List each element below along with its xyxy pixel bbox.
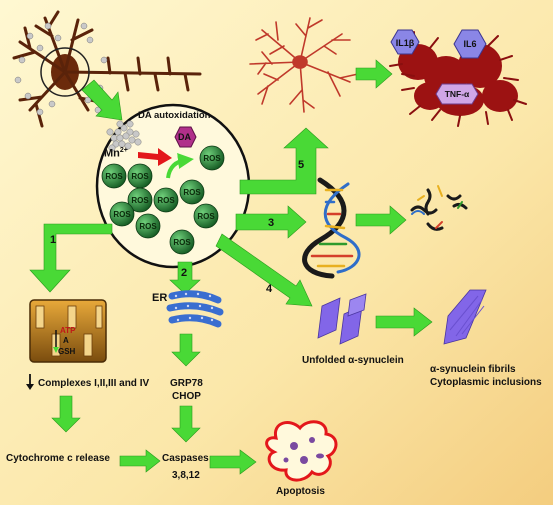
svg-text:ROS: ROS — [157, 196, 175, 205]
apoptotic-cell-icon — [265, 420, 338, 482]
cytochrome-to-caspases-arrow — [119, 449, 161, 473]
er-label: ER — [152, 292, 168, 304]
svg-text:ROS: ROS — [131, 172, 149, 181]
caspases-to-apoptosis-arrow — [209, 449, 257, 475]
er-stress-arrow — [171, 333, 201, 367]
ros-ball: ROS — [199, 145, 225, 171]
mito-atp-label: ATP — [60, 326, 76, 335]
ros-ball: ROS — [179, 179, 205, 205]
unfolded-synuclein-label: Unfolded α-synuclein — [302, 355, 404, 366]
svg-text:ROS: ROS — [173, 238, 191, 247]
ros-ball: ROS — [135, 213, 161, 239]
chop-label: CHOP — [172, 391, 201, 402]
grp78-label: GRP78 — [170, 378, 203, 389]
pathway-4-arrow — [215, 233, 313, 307]
caspases-label: Caspases — [162, 453, 209, 464]
svg-text:IL6: IL6 — [463, 39, 476, 49]
neuron-to-oval-arrow — [81, 79, 123, 121]
astrocyte-to-microglia-arrow — [355, 59, 393, 89]
caspase-numbers-label: 3,8,12 — [172, 470, 200, 481]
svg-text:ROS: ROS — [203, 154, 221, 163]
er-icon — [166, 290, 224, 328]
svg-text:ROS: ROS — [105, 172, 123, 181]
ros-ball: ROS — [101, 163, 127, 189]
apoptosis-label: Apoptosis — [276, 486, 325, 497]
ros-ball: ROS — [109, 201, 135, 227]
pathway-5-arrow — [239, 127, 329, 195]
pathway-5-label: 5 — [298, 159, 304, 171]
svg-text:ROS: ROS — [139, 222, 157, 231]
svg-text:TNF-α: TNF-α — [445, 89, 470, 99]
dopamine-hexagon — [174, 126, 197, 148]
mito-gsh-label: GSH — [58, 347, 76, 356]
mito-a-label: A — [63, 336, 69, 345]
fibrils-label: α-synuclein fibrils — [430, 364, 516, 375]
da-label: DA — [178, 132, 191, 142]
da-autoxidation-label: DA autoxidation — [138, 110, 211, 121]
mitochondrion-icon — [29, 299, 107, 363]
il6-cytokine: IL6 — [453, 29, 487, 59]
complexes-label: Complexes I,II,III and IV — [38, 378, 150, 389]
svg-text:ROS: ROS — [197, 212, 215, 221]
svg-text:ROS: ROS — [131, 196, 149, 205]
pathway-3-arrow — [235, 205, 307, 239]
ros-ball: ROS — [193, 203, 219, 229]
pathway-1-arrow — [29, 223, 113, 293]
inclusions-label: Cytoplasmic inclusions — [430, 377, 542, 388]
mn-label: Mn2+ — [104, 147, 128, 160]
tnf-alpha-cytokine: TNF-α — [435, 83, 479, 105]
il1b-cytokine: IL1β — [390, 29, 420, 55]
synuclein-fibrils-icon — [443, 289, 487, 345]
manganese-oxidation-arrow — [138, 148, 172, 166]
pathway-2-label: 2 — [181, 267, 187, 279]
unfolded-synuclein-icon — [317, 293, 367, 345]
pathway-4-label: 4 — [266, 283, 273, 295]
svg-text:IL1β: IL1β — [396, 38, 415, 48]
cytochrome-label: Cytochrome c release — [6, 453, 110, 464]
chop-to-caspases-arrow — [171, 405, 201, 443]
dna-fragmentation-arrow — [355, 205, 407, 235]
down-arrow-icon — [26, 374, 34, 390]
ros-ball: ROS — [127, 187, 153, 213]
dna-icon — [302, 177, 361, 279]
svg-text:ROS: ROS — [113, 210, 131, 219]
synuclein-aggregation-arrow — [375, 307, 433, 337]
astrocyte-icon — [249, 17, 359, 113]
curved-oxidation-arrow — [166, 153, 194, 179]
svg-text:ROS: ROS — [183, 188, 201, 197]
pathway-3-label: 3 — [268, 217, 274, 229]
pathway-1-label: 1 — [50, 234, 56, 246]
manganese-particles-icon — [106, 120, 142, 152]
complexes-to-cytochrome-arrow — [51, 395, 81, 433]
ros-ball: ROS — [169, 229, 195, 255]
dna-fragments-icon — [410, 185, 468, 231]
pathway-2-arrow — [169, 261, 201, 295]
ros-ball: ROS — [153, 187, 179, 213]
ros-ball: ROS — [127, 163, 153, 189]
